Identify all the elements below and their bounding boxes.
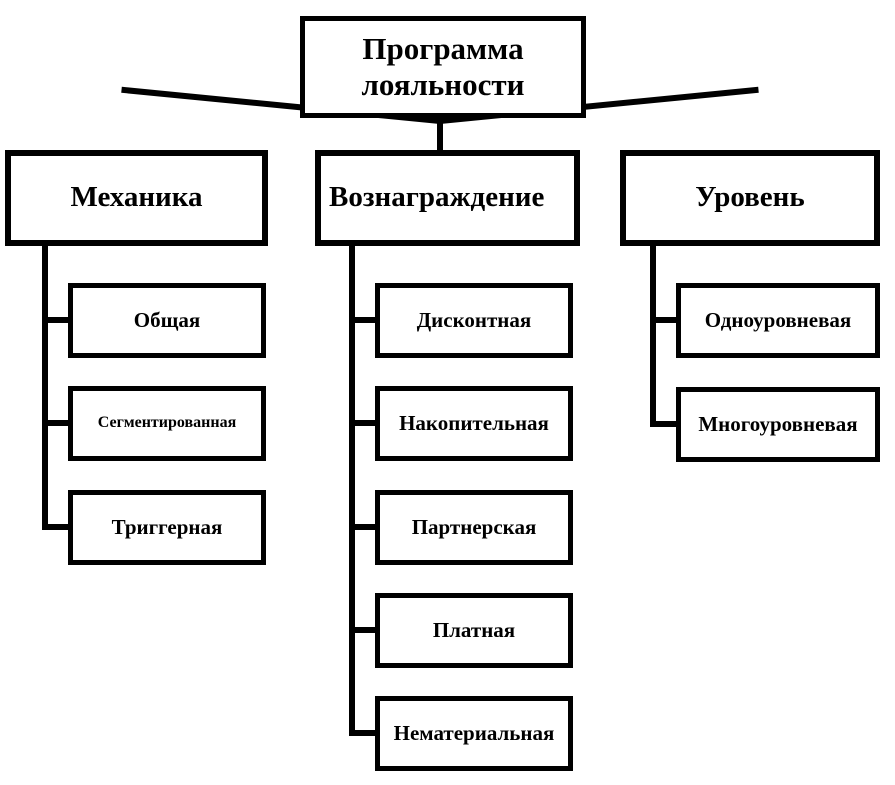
node-leaf-label: Одноуровневая — [704, 308, 852, 333]
node-category-uroven[interactable]: Уровень — [620, 150, 880, 246]
node-category-voznagrazhdenie-label: Вознаграждение — [329, 181, 545, 214]
spine-uroven — [650, 240, 656, 427]
node-leaf-partnerskaya[interactable]: Партнерская — [375, 490, 573, 565]
stub-voznagrazhdenie-5 — [349, 730, 379, 736]
stub-voznagrazhdenie-1 — [349, 317, 379, 323]
stub-voznagrazhdenie-2 — [349, 420, 379, 426]
stub-voznagrazhdenie-4 — [349, 627, 379, 633]
node-leaf-label: Триггерная — [111, 515, 223, 540]
node-root-label: Программа лояльности — [361, 31, 525, 102]
node-leaf-segmentirovannaya[interactable]: Сегментированная — [68, 386, 266, 461]
node-leaf-nakopitelnaya[interactable]: Накопительная — [375, 386, 573, 461]
node-leaf-platnaya[interactable]: Платная — [375, 593, 573, 668]
node-leaf-label: Нематериальная — [393, 721, 555, 746]
node-leaf-label: Накопительная — [399, 411, 549, 436]
node-leaf-label: Партнерская — [411, 515, 537, 540]
node-leaf-diskontnaya[interactable]: Дисконтная — [375, 283, 573, 358]
node-category-mehanika-label: Механика — [70, 181, 203, 214]
node-leaf-mnogourovnevaya[interactable]: Многоуровневая — [676, 387, 880, 462]
node-leaf-odnourovnevaya[interactable]: Одноуровневая — [676, 283, 880, 358]
node-leaf-triggernaya[interactable]: Триггерная — [68, 490, 266, 565]
spine-mehanika — [42, 240, 48, 530]
node-leaf-label: Общая — [133, 308, 201, 333]
stub-uroven-1 — [650, 317, 680, 323]
node-leaf-label: Многоуровневая — [698, 412, 858, 437]
node-leaf-nematerialnaya[interactable]: Нематериальная — [375, 696, 573, 771]
connector-root-to-voznagrazhdenie — [437, 118, 443, 152]
node-leaf-obshaya[interactable]: Общая — [68, 283, 266, 358]
node-leaf-label: Дисконтная — [416, 308, 532, 333]
node-leaf-label: Платная — [432, 618, 516, 643]
stub-mehanika-3 — [42, 524, 72, 530]
stub-voznagrazhdenie-3 — [349, 524, 379, 530]
node-leaf-label: Сегментированная — [97, 414, 237, 432]
node-category-mehanika[interactable]: Механика — [5, 150, 268, 246]
spine-voznagrazhdenie — [349, 240, 355, 733]
node-category-uroven-label: Уровень — [695, 181, 805, 214]
node-root-loyalty-program[interactable]: Программа лояльности — [300, 16, 586, 118]
stub-mehanika-2 — [42, 420, 72, 426]
stub-mehanika-1 — [42, 317, 72, 323]
stub-uroven-2 — [650, 421, 680, 427]
node-category-voznagrazhdenie[interactable]: Вознаграждение — [315, 150, 580, 246]
